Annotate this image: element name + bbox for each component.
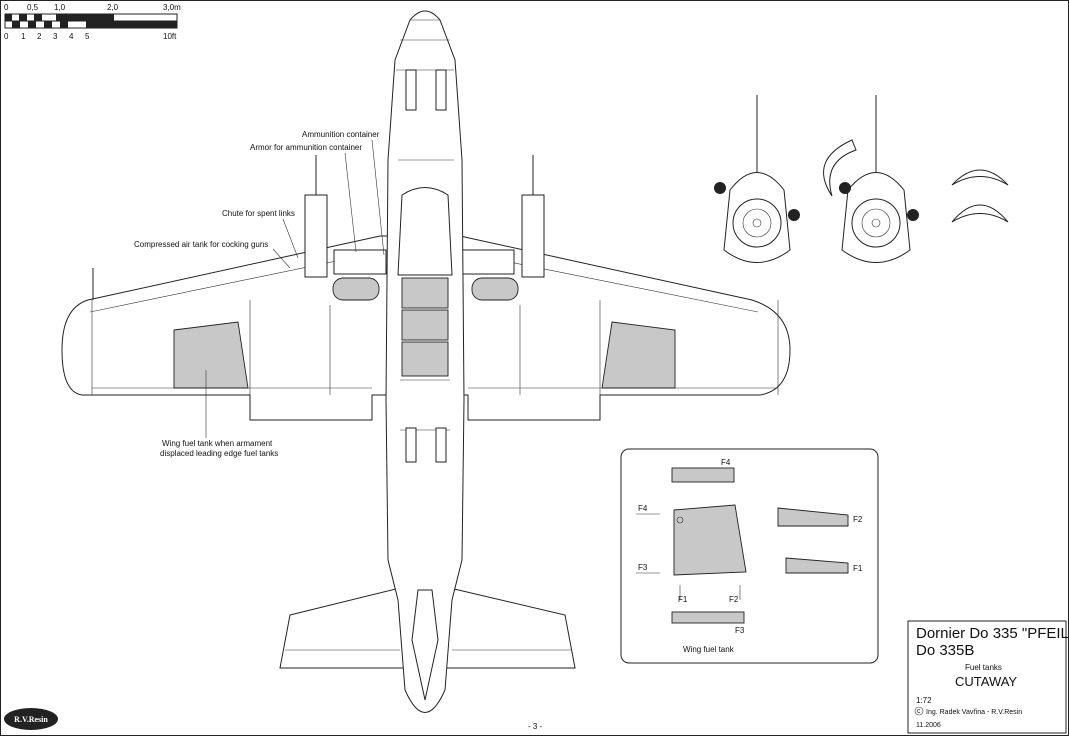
title-block: Dornier Do 335 "PFEIL" Do 335B Fuel tank… — [907, 620, 1069, 734]
aircraft-plan-view — [61, 10, 791, 713]
scale-imperial-tick: 10ft — [163, 32, 177, 41]
callout-wing-tank-line-1: Wing fuel tank when armament — [162, 439, 273, 448]
scale-bar: 0 0,5 1,0 2,0 3,0m 0 1 2 3 4 5 10ft — [4, 3, 181, 41]
fuel-tank-panel: F4 F4 F3 F2 F1 F1 F2 F3 Wing fuel tank — [620, 448, 879, 664]
title-block-frame — [907, 620, 1067, 734]
scale-metric-tick: 0,5 — [27, 3, 39, 12]
svg-text:c: c — [917, 708, 921, 715]
fuselage-fuel-tank — [401, 341, 449, 377]
scale-imperial-tick: 1 — [21, 32, 26, 41]
callout-wing-tank-line-2: displaced leading edge fuel tanks — [160, 449, 278, 458]
callout-ammunition-container: Ammunition container — [302, 130, 380, 139]
drawing-subject-large: CUTAWAY — [955, 674, 1017, 689]
scale-metric-tick: 2,0 — [107, 3, 119, 12]
drawing-scale: 1:72 — [916, 696, 932, 705]
fuselage-fuel-tank — [401, 309, 449, 341]
tank-f2-side — [777, 507, 849, 527]
drawing-date: 11.2006 — [916, 722, 941, 729]
drawing-title: Dornier Do 335 "PFEIL" — [916, 625, 1069, 642]
right-wing-gun — [521, 194, 545, 278]
logo-text: R.V.Resin — [14, 715, 48, 724]
tank-label: F4 — [721, 458, 731, 467]
tank-main — [673, 504, 747, 576]
cockpit — [397, 187, 453, 276]
tank-label: F3 — [735, 626, 745, 635]
scale-imperial-tick: 2 — [37, 32, 42, 41]
tank-f4-top — [671, 467, 735, 483]
page-number: - 3 - — [528, 722, 543, 731]
callout-armor: Armor for ammunition container — [250, 143, 362, 152]
fuel-tank-panel-caption: Wing fuel tank — [683, 645, 735, 654]
tank-f3-bottom — [671, 611, 745, 624]
callout-chute: Chute for spent links — [222, 209, 295, 218]
scale-imperial-tick: 3 — [53, 32, 58, 41]
left-wing-fuel-tank — [173, 321, 249, 389]
ammunition-container — [333, 249, 387, 275]
callout-air-tank: Compressed air tank for cocking guns — [134, 240, 268, 249]
tank-label: F2 — [729, 595, 739, 604]
left-wing-gun — [304, 194, 328, 278]
scale-metric-tick: 1,0 — [54, 3, 66, 12]
ammunition-container — [461, 249, 515, 275]
tank-label: F4 — [638, 504, 648, 513]
drawing-author: Ing. Radek Vavřina - R.V.Resin — [926, 709, 1022, 716]
tank-label: F3 — [638, 563, 648, 572]
copyright-icon — [914, 706, 924, 716]
air-tank — [471, 277, 519, 301]
logo: R.V.Resin — [4, 708, 58, 730]
air-tank — [332, 277, 380, 301]
tank-f1-side — [785, 557, 849, 574]
scale-metric-tick: 0 — [4, 3, 9, 12]
drawing-subject-small: Fuel tanks — [965, 663, 1002, 672]
scale-imperial-tick: 4 — [69, 32, 74, 41]
tank-label: F1 — [853, 564, 863, 573]
drawing-variant: Do 335B — [916, 642, 974, 659]
tank-label: F2 — [853, 515, 863, 524]
callouts: Ammunition container Armor for ammunitio… — [134, 130, 385, 458]
fuel-tank-panel-frame — [620, 448, 879, 664]
scale-imperial-tick: 5 — [85, 32, 90, 41]
engine-front-views — [714, 95, 1009, 263]
tank-label: F1 — [678, 595, 688, 604]
scale-imperial-tick: 0 — [4, 32, 9, 41]
scale-metric-tick: 3,0m — [163, 3, 181, 12]
fuselage-fuel-tank — [401, 277, 449, 309]
right-wing-fuel-tank — [601, 321, 676, 389]
